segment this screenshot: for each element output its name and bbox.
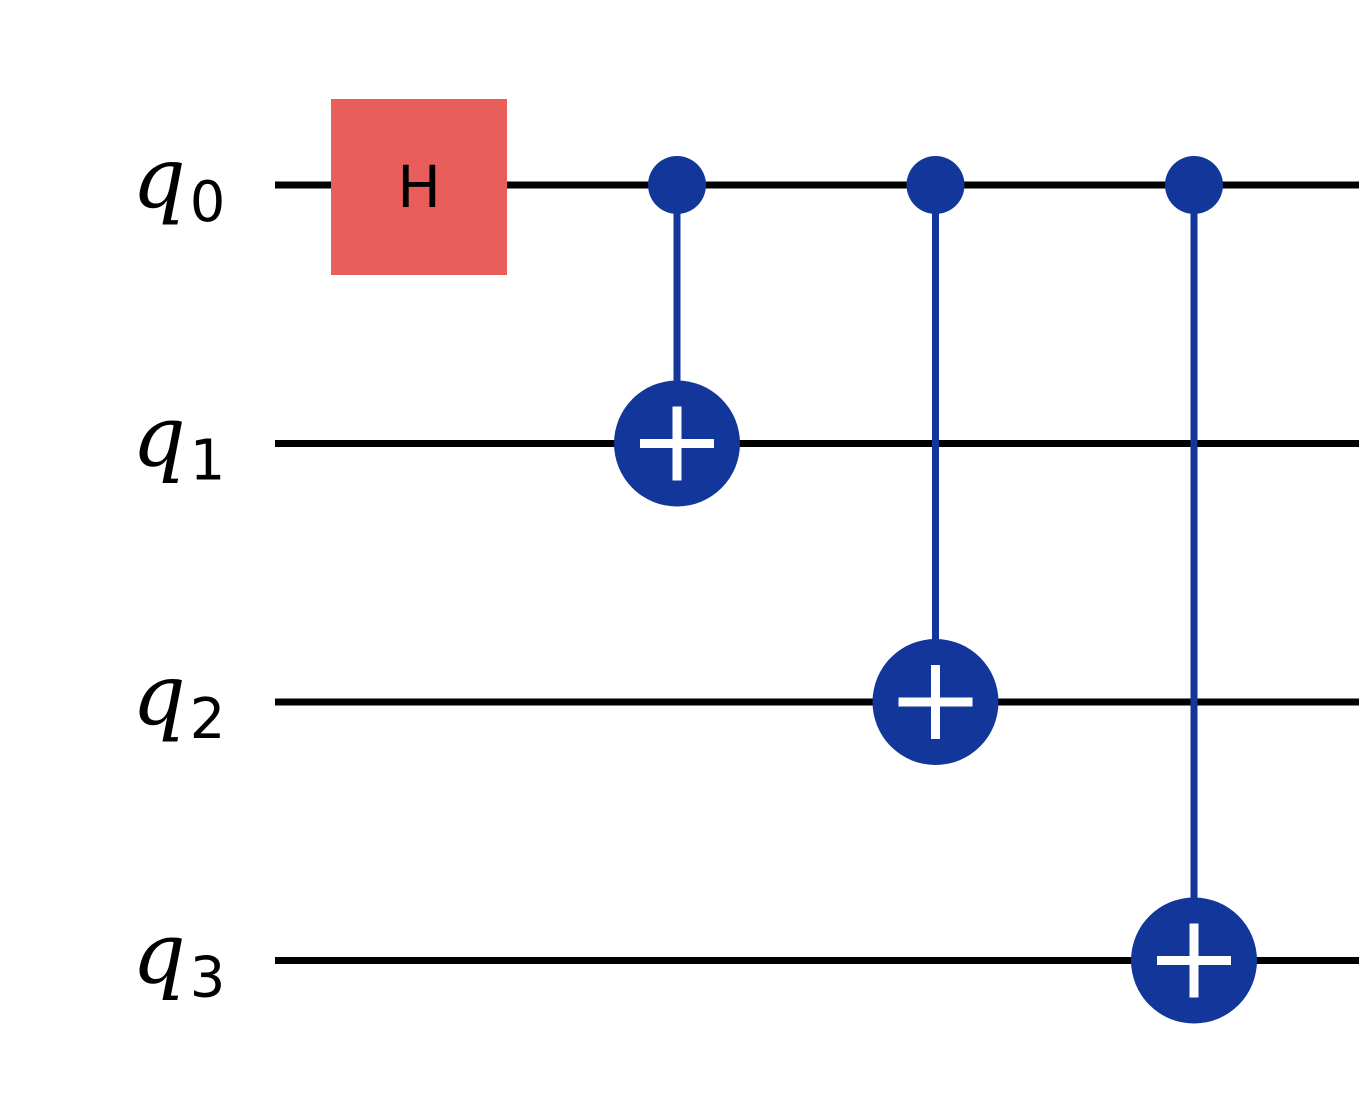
qubit-label-index: 2 — [190, 687, 226, 752]
qubit-label-symbol: q — [132, 129, 186, 227]
qubit-label-0: q0 — [132, 129, 225, 235]
hadamard-gate-label: H — [397, 153, 441, 221]
cnot-control-dot-1 — [648, 156, 706, 214]
qubit-label-index: 0 — [190, 170, 226, 235]
qubit-label-index: 1 — [190, 429, 226, 494]
qubit-label-3: q3 — [132, 905, 225, 1011]
qubit-label-index: 3 — [190, 946, 226, 1011]
qubit-label-2: q2 — [132, 646, 225, 752]
qubit-label-symbol: q — [132, 646, 186, 744]
cnot-control-dot-2 — [906, 156, 965, 214]
hadamard-gate — [331, 99, 507, 275]
qubit-label-symbol: q — [132, 905, 186, 1003]
qubit-label-symbol: q — [132, 388, 186, 486]
cnot-control-dot-3 — [1165, 156, 1223, 214]
qubit-label-1: q1 — [132, 388, 225, 494]
